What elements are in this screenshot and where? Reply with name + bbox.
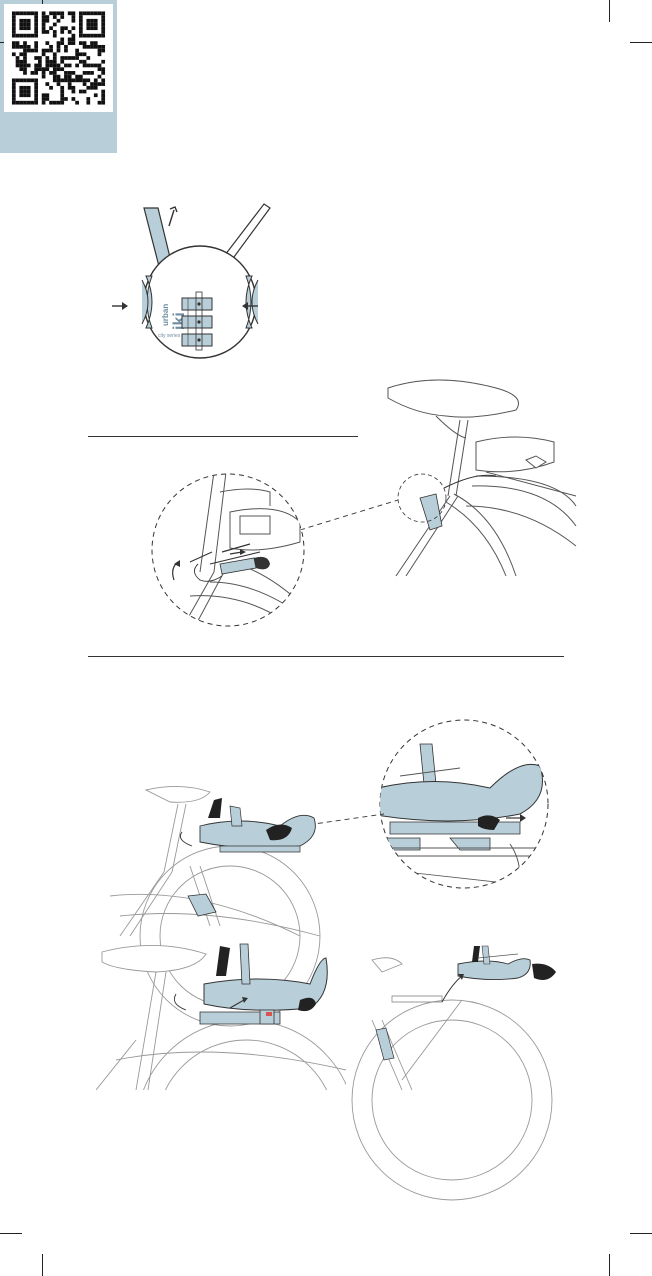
detail-link-line	[298, 496, 418, 536]
qr-code-icon[interactable]	[4, 4, 113, 112]
qr-frame	[4, 4, 113, 112]
belt-release-detail-icon	[150, 472, 310, 632]
seat-slide-detail-icon	[370, 718, 560, 898]
seat-attach-icon	[362, 940, 562, 1090]
crop-mark	[0, 1233, 22, 1234]
lock-brand-sub: city series	[158, 333, 181, 339]
crop-mark	[630, 1233, 652, 1234]
qr-card[interactable]	[0, 0, 117, 153]
combination-wheels[interactable]	[182, 292, 212, 350]
crop-mark	[609, 1254, 610, 1276]
lock-brand-top: urban	[161, 304, 170, 326]
combination-lock-icon: urban iki city series	[112, 196, 312, 376]
crop-mark	[609, 0, 610, 22]
bike-rear-rack-icon	[376, 376, 576, 576]
section-divider	[88, 436, 358, 437]
seat-mounting-icon	[100, 776, 340, 936]
crop-mark	[630, 42, 652, 43]
seat-lowering-icon	[96, 940, 346, 1090]
crop-mark	[42, 1254, 43, 1276]
section-divider	[88, 656, 564, 657]
